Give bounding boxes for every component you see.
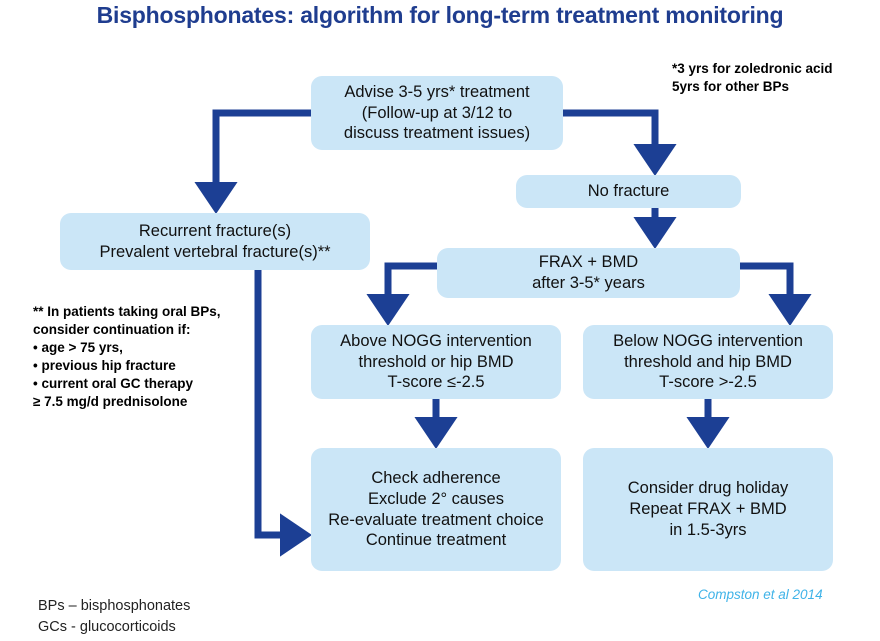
node-no-fracture[interactable]: No fracture [516,175,741,208]
edge-advise-to-no-fracture [563,109,677,177]
citation-text: Compston et al 2014 [698,587,823,602]
node-above-nogg-label: Above NOGG intervention threshold or hip… [340,331,532,392]
abbreviation-legend: BPs – bisphosphonates GCs - glucocortico… [38,598,191,636]
edge-frax-to-below-nogg [740,262,812,327]
node-advise-treatment[interactable]: Advise 3-5 yrs* treatment (Follow-up at … [311,76,563,150]
edge-advise-to-recurrent [194,109,311,215]
node-drug-holiday[interactable]: Consider drug holiday Repeat FRAX + BMD … [583,448,833,571]
page-title: Bisphosphonates: algorithm for long-term… [96,2,784,28]
edge-frax-to-above-nogg [366,262,437,327]
footnote-double-asterisk: ** In patients taking oral BPs, consider… [33,304,221,409]
node-recurrent-fracture[interactable]: Recurrent fracture(s) Prevalent vertebra… [60,213,370,270]
node-above-nogg-threshold[interactable]: Above NOGG intervention threshold or hip… [311,325,561,399]
node-frax-bmd[interactable]: FRAX + BMD after 3-5* years [437,248,740,298]
node-below-nogg-threshold[interactable]: Below NOGG intervention threshold and hi… [583,325,833,399]
node-advise-label: Advise 3-5 yrs* treatment (Follow-up at … [343,82,531,143]
node-below-nogg-label: Below NOGG intervention threshold and hi… [613,331,803,392]
node-no-fracture-label: No fracture [587,182,670,201]
node-recurrent-label: Recurrent fracture(s) Prevalent vertebra… [99,221,331,261]
node-check-adherence-label: Check adherence Exclude 2° causes Re-eva… [328,468,544,550]
footnote-asterisk: *3 yrs for zoledronic acid 5yrs for othe… [672,61,833,94]
node-drug-holiday-label: Consider drug holiday Repeat FRAX + BMD … [627,479,789,539]
node-frax-label: FRAX + BMD after 3-5* years [532,253,645,292]
node-check-adherence[interactable]: Check adherence Exclude 2° causes Re-eva… [311,448,561,571]
